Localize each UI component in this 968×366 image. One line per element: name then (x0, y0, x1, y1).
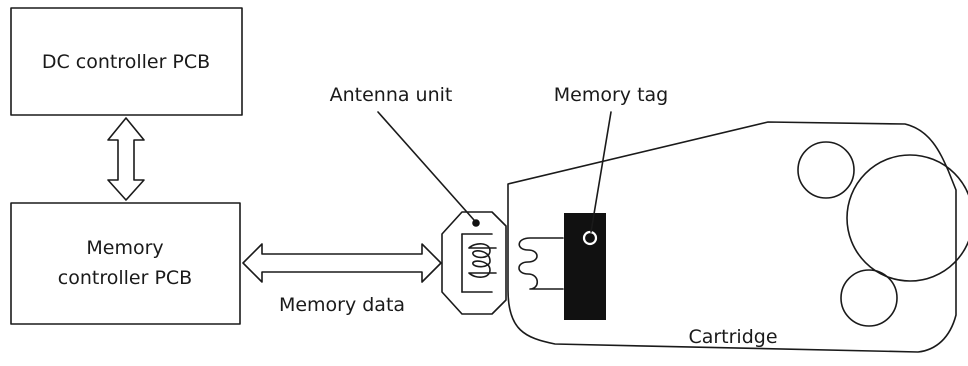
antenna-unit-label: Antenna unit (330, 84, 453, 106)
cartridge-label: Cartridge (688, 326, 777, 348)
memory-controller-label-line1: Memory (86, 237, 163, 259)
memory-tag (564, 213, 606, 320)
control-link-arrow (107, 117, 145, 201)
memory-tag-contact-dot (582, 230, 598, 246)
dc-controller-box (10, 7, 243, 116)
antenna-unit (441, 211, 507, 315)
dc-controller-label: DC controller PCB (42, 51, 210, 73)
antenna-coil (468, 243, 497, 278)
memory-controller-label-line2: controller PCB (58, 267, 192, 289)
memory-data-arrow (242, 243, 442, 283)
memory-data-label: Memory data (279, 294, 405, 316)
cartridge-coil (518, 237, 564, 290)
dc-controller-block: DC controller PCB (10, 7, 243, 116)
memory-controller-box (10, 202, 241, 325)
memory-controller-block: Memory controller PCB (10, 202, 241, 325)
antenna-housing (441, 211, 507, 315)
cartridge-outline (507, 121, 957, 353)
antenna-unit-leader (377, 111, 475, 221)
roller-large (846, 154, 968, 282)
antenna-marker-dot (472, 219, 480, 227)
roller-small-bottom (840, 269, 898, 327)
memory-tag-label: Memory tag (554, 84, 668, 106)
memory-tag-leader (590, 111, 612, 233)
roller-small-top (797, 141, 855, 199)
memory-tag-body (564, 213, 606, 320)
